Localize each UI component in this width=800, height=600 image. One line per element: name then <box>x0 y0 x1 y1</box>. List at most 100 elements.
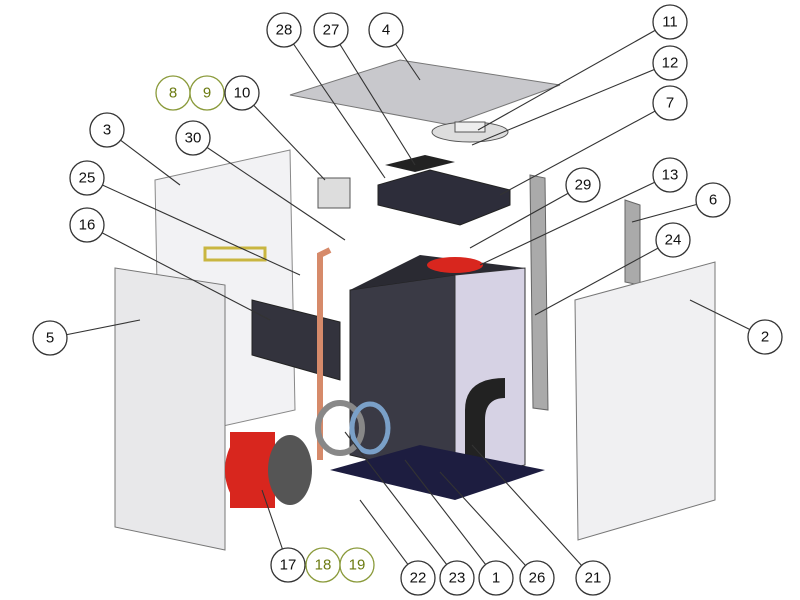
callout-label: 17 <box>280 557 297 574</box>
leader-line-30 <box>192 137 346 241</box>
callout-label: 28 <box>276 22 293 39</box>
burner-gasket <box>315 400 365 456</box>
callout-19: 19 <box>339 547 375 583</box>
callout-label: 27 <box>323 22 340 39</box>
callout-circle <box>695 182 731 218</box>
callout-label: 18 <box>315 557 332 574</box>
callout-circle <box>478 560 514 596</box>
callout-10: 10 <box>224 75 260 111</box>
callout-label: 21 <box>585 570 602 587</box>
callout-label: 7 <box>666 95 674 112</box>
callout-label: 22 <box>410 570 427 587</box>
callout-13: 13 <box>652 157 688 193</box>
callout-29: 29 <box>565 167 601 203</box>
leader-lines <box>49 21 766 579</box>
callout-8: 8 <box>155 75 191 111</box>
callout-circle <box>69 160 105 196</box>
callout-label: 24 <box>665 232 682 249</box>
callout-label: 13 <box>662 167 679 184</box>
callout-7: 7 <box>652 85 688 121</box>
callout-circle <box>69 207 105 243</box>
callout-label: 8 <box>169 85 177 102</box>
leader-line-28 <box>283 29 386 179</box>
callout-label: 9 <box>203 85 211 102</box>
burner-body <box>230 432 275 508</box>
callout-label: 3 <box>103 122 111 139</box>
callout-circle <box>652 85 688 121</box>
callout-circle <box>368 12 404 48</box>
base-plate <box>330 445 545 500</box>
callout-18: 18 <box>305 547 341 583</box>
callout-label: 23 <box>449 570 466 587</box>
front-panel <box>114 267 226 551</box>
leader-line-16 <box>86 224 271 321</box>
right-side-panel <box>574 261 716 541</box>
callout-25: 25 <box>69 160 105 196</box>
callout-circle <box>652 45 688 81</box>
flue-outlet <box>427 257 483 273</box>
leader-line-10 <box>241 92 326 181</box>
leader-line-26 <box>439 471 538 579</box>
flue-collar-top <box>454 121 486 133</box>
callout-circle <box>655 222 691 258</box>
leader-line-27 <box>330 29 416 166</box>
callout-label: 26 <box>529 570 546 587</box>
callout-21: 21 <box>575 560 611 596</box>
callout-circle <box>266 12 302 48</box>
callout-26: 26 <box>519 560 555 596</box>
side-frame-2 <box>624 199 641 286</box>
callout-label: 5 <box>46 330 54 347</box>
burner-ring <box>349 401 391 455</box>
callout-circle <box>189 75 225 111</box>
gasket <box>385 155 455 172</box>
callout-11: 11 <box>652 4 688 40</box>
leader-line-13 <box>479 174 671 266</box>
callout-label: 29 <box>575 177 592 194</box>
callout-circle <box>575 560 611 596</box>
callout-circle <box>32 320 68 356</box>
callout-23: 23 <box>439 560 475 596</box>
callout-circle <box>175 120 211 156</box>
callout-12: 12 <box>652 45 688 81</box>
callout-circle <box>565 167 601 203</box>
leader-line-29 <box>469 184 584 249</box>
control-box <box>377 169 511 226</box>
top-cover <box>289 59 561 126</box>
flue-bend <box>465 378 505 460</box>
leader-line-21 <box>471 444 594 579</box>
callout-27: 27 <box>313 12 349 48</box>
callout-9: 9 <box>189 75 225 111</box>
callout-label: 1 <box>492 570 500 587</box>
callout-circle <box>313 12 349 48</box>
callout-circle <box>89 112 125 148</box>
callout-circle <box>224 75 260 111</box>
side-frame <box>529 174 549 411</box>
callout-circle <box>270 547 306 583</box>
callout-22: 22 <box>400 560 436 596</box>
callout-circle <box>519 560 555 596</box>
callout-label: 12 <box>662 55 679 72</box>
leader-line-23 <box>344 431 458 579</box>
callout-label: 6 <box>709 192 717 209</box>
callout-5: 5 <box>32 320 68 356</box>
control-thermostat <box>317 177 351 209</box>
callout-4: 4 <box>368 12 404 48</box>
callout-1: 1 <box>478 560 514 596</box>
callout-circle <box>439 560 475 596</box>
callout-16: 16 <box>69 207 105 243</box>
callout-24: 24 <box>655 222 691 258</box>
burner-fan <box>268 435 312 505</box>
callout-label: 11 <box>662 14 678 31</box>
callout-17: 17 <box>270 547 306 583</box>
flow-pipe <box>317 247 332 460</box>
callout-label: 19 <box>349 557 366 574</box>
callout-circle <box>747 319 783 355</box>
callout-30: 30 <box>175 120 211 156</box>
callout-circle <box>652 157 688 193</box>
callout-circle <box>400 560 436 596</box>
callout-6: 6 <box>695 182 731 218</box>
callout-2: 2 <box>747 319 783 355</box>
callout-circle <box>339 547 375 583</box>
